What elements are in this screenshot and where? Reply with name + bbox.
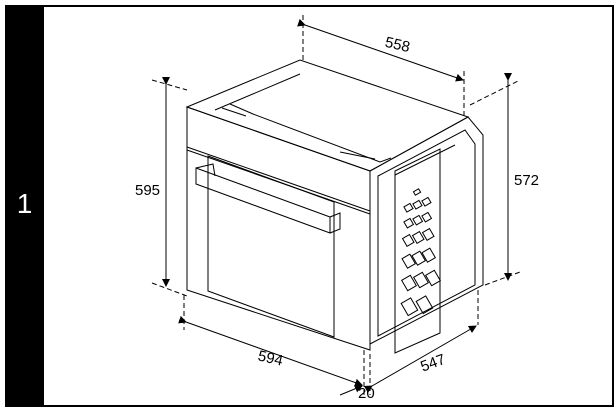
oven-handle (195, 167, 331, 234)
dim-depth-side: 547 (418, 351, 447, 376)
step-number: 1 (16, 188, 33, 219)
oven-top (185, 59, 470, 172)
side-vent-slots (400, 188, 442, 317)
dim-height-front: 595 (135, 182, 160, 199)
step-sidebar (5, 5, 44, 407)
oven-front (186, 106, 371, 351)
oven-window (207, 155, 335, 338)
dim-width-front: 594 (256, 348, 284, 370)
oven-side (369, 116, 484, 345)
dim-front-offset: 20 (358, 385, 375, 402)
dim-depth-top: 558 (383, 34, 411, 56)
dim-height-side: 572 (514, 172, 539, 189)
side-vent-panel (394, 148, 441, 354)
